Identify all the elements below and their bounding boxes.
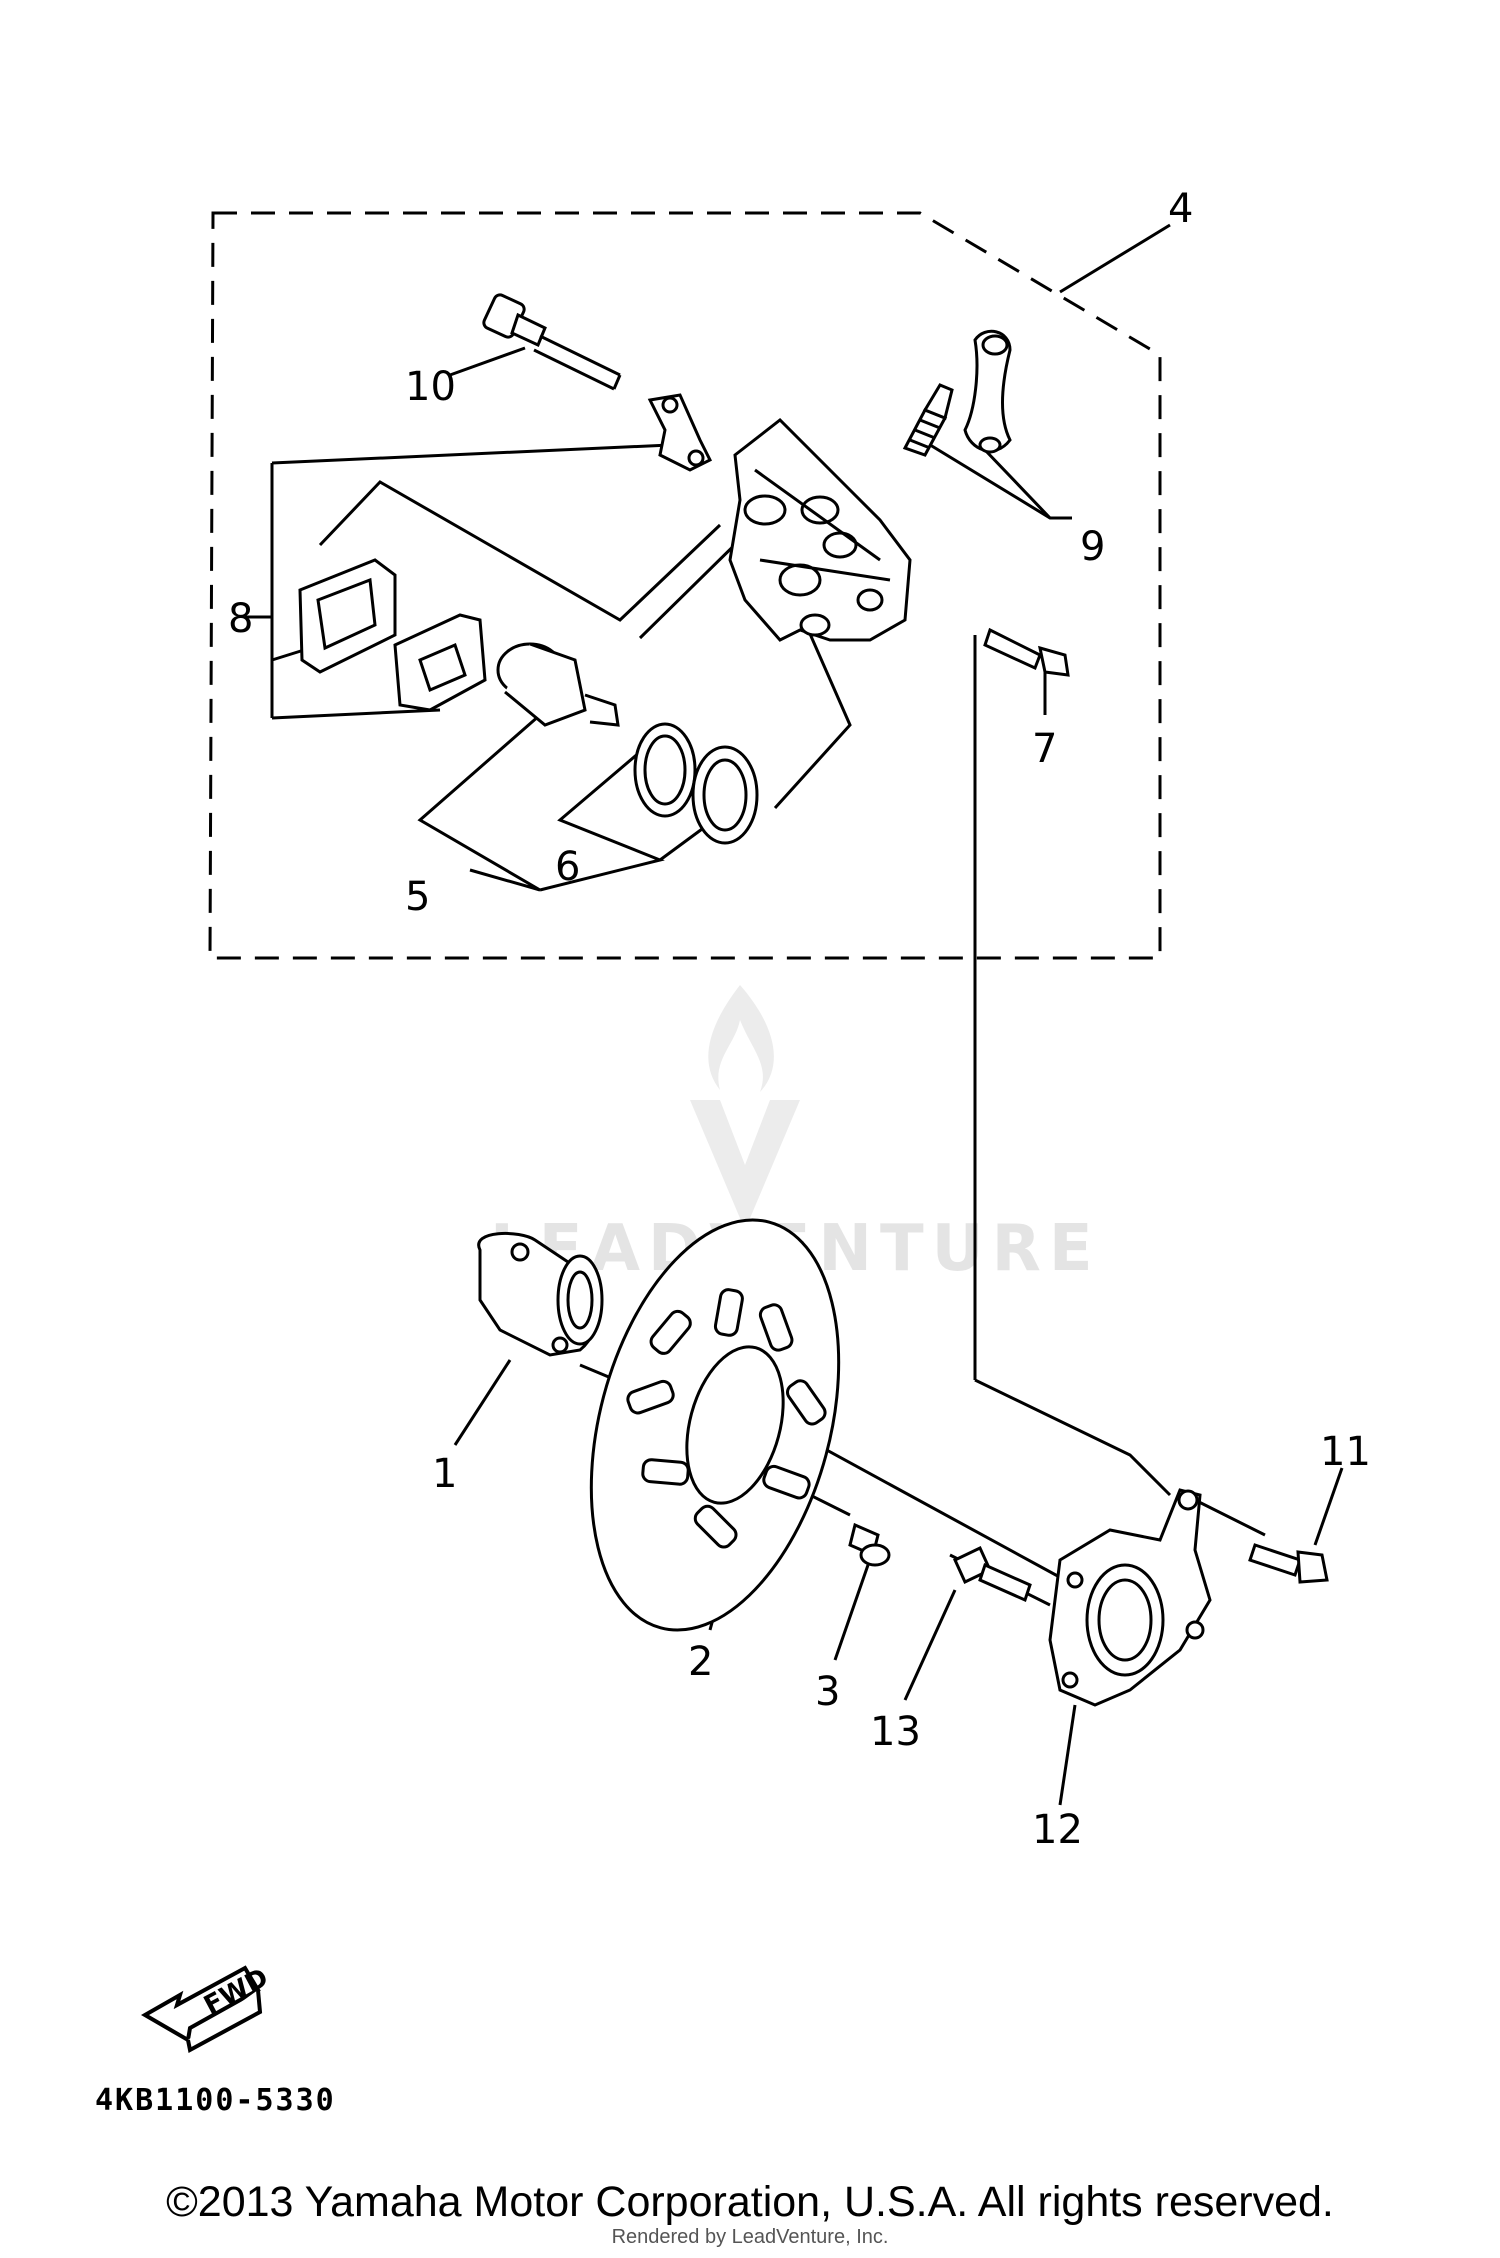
forward-arrow-icon: [140, 1965, 263, 2054]
callout-5: 5: [405, 874, 430, 920]
assembly-boundary: [208, 211, 1162, 960]
diagram-code: 4KB1100-5330: [95, 2083, 336, 2118]
callout-10: 10: [405, 364, 456, 410]
watermark-logo-icon: [690, 985, 800, 1230]
callout-6: 6: [555, 844, 580, 890]
callout-12: 12: [1032, 1807, 1083, 1853]
caliper-bracket-part: [1048, 1488, 1212, 1707]
brake-pad-part: [298, 558, 487, 712]
hub-part: [477, 1231, 604, 1357]
disc-screw-part: [848, 1522, 891, 1567]
brake-disc-part: [589, 1218, 841, 1632]
piston-part: [496, 642, 620, 727]
caliper-bolt-part: [482, 293, 622, 391]
piston-seal-part: [633, 722, 759, 845]
rendered-by-notice: Rendered by LeadVenture, Inc.: [611, 2226, 889, 2248]
callout-8: 8: [228, 596, 253, 642]
bleed-cap-part: [963, 329, 1012, 454]
callout-1: 1: [432, 1451, 457, 1497]
callout-9: 9: [1080, 524, 1105, 570]
caliper-mount-bolt-part: [1248, 1543, 1329, 1584]
bleed-screw-part: [902, 383, 954, 457]
callout-4: 4: [1168, 186, 1193, 232]
copyright-notice: ©2013 Yamaha Motor Corporation, U.S.A. A…: [166, 2178, 1334, 2226]
mounting-bolt-part: [983, 627, 1070, 677]
callout-3: 3: [815, 1669, 840, 1715]
callout-7: 7: [1032, 726, 1057, 772]
pad-clip-part: [647, 393, 713, 472]
callout-13: 13: [870, 1709, 921, 1755]
callout-11: 11: [1320, 1429, 1371, 1475]
callout-2: 2: [688, 1639, 713, 1685]
bracket-bolt-part: [953, 1545, 1032, 1603]
caliper-body-part: [728, 418, 912, 642]
